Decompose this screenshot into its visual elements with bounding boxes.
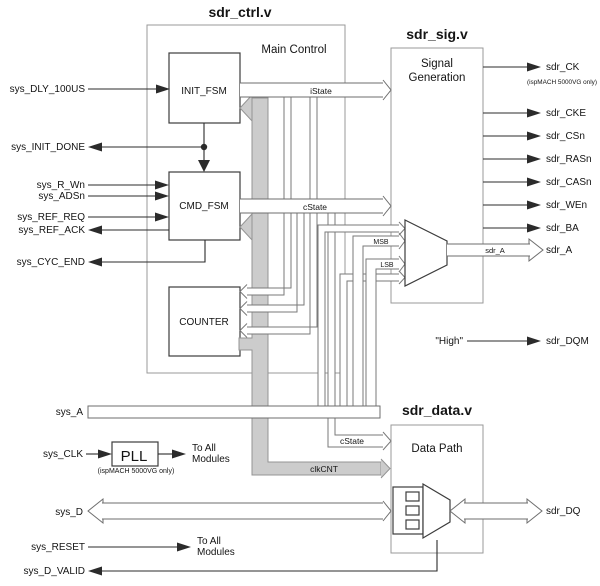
init-fsm-block <box>168 52 241 124</box>
data-path-registers-and-mux <box>392 482 451 540</box>
label-sdr-ck: sdr_CK <box>546 62 580 73</box>
clkcnt-arrow-into-init-fsm <box>239 93 253 123</box>
istate-bus <box>240 79 392 101</box>
mux-input-msb <box>352 232 406 406</box>
label-data-path: Data Path <box>411 443 462 455</box>
clkcnt-trunk <box>238 97 382 476</box>
label-sys-a: sys_A <box>56 407 84 418</box>
sdr-sig-module-box <box>390 47 484 304</box>
cstate-feedback-to-counter <box>239 213 305 316</box>
label-sys-ref-ack: sys_REF_ACK <box>18 225 85 236</box>
sys-cyc-end-arrowhead <box>88 257 102 267</box>
left-signal-lines <box>86 84 438 576</box>
label-sys-cyc-end: sys_CYC_END <box>17 257 85 268</box>
junction-dot <box>200 143 208 151</box>
label-pll: PLL <box>121 448 148 465</box>
sys-cyc-end-line <box>101 240 206 263</box>
sys-a-bus <box>87 405 381 419</box>
sys-d-valid-arrowhead <box>88 566 102 576</box>
istate-arrowhead <box>382 79 392 101</box>
address-mux <box>404 219 448 287</box>
label-sdr-a-out: sdr_A <box>546 245 572 256</box>
label-signal-generation-1: Signal <box>421 58 453 70</box>
sdr-a-bus-arrowhead <box>528 237 544 263</box>
label-high: "High" <box>435 336 463 347</box>
label-sdr-ck-note: (ispMACH 5000VG only) <box>527 79 597 86</box>
istate-feedback-to-counter <box>239 97 292 299</box>
init-to-cmd-arrowhead <box>198 160 210 172</box>
title-sdr-data: sdr_data.v <box>402 402 472 418</box>
title-sdr-sig: sdr_sig.v <box>406 26 468 42</box>
data-path-mux <box>422 482 451 540</box>
label-to-all-2: To All <box>197 536 221 547</box>
label-sdr-a-inner: sdr_A <box>485 246 505 255</box>
sdr-dq-bus <box>449 497 543 525</box>
label-sdr-dq: sdr_DQ <box>546 506 581 517</box>
clkcnt-gray-bus <box>238 93 391 479</box>
label-sys-ref-req: sys_REF_REQ <box>17 212 85 223</box>
label-sdr-csn: sdr_CSn <box>546 131 585 142</box>
counter-input-arrow-2 <box>239 301 248 316</box>
label-cstate-datapath: cState <box>340 436 364 446</box>
label-cstate: cState <box>303 202 327 212</box>
cstate-bus-to-data-path <box>327 213 392 451</box>
label-lsb: LSB <box>380 262 394 269</box>
label-sys-init-done: sys_INIT_DONE <box>11 142 85 153</box>
label-sdr-wen: sdr_WEn <box>546 200 587 211</box>
label-sys-dly-100us: sys_DLY_100US <box>10 84 86 95</box>
sys-d-left-arrowhead <box>87 497 104 525</box>
sdr-dq-right-arrowhead <box>526 497 543 525</box>
label-sys-clk: sys_CLK <box>43 449 83 460</box>
label-sdr-dqm: sdr_DQM <box>546 336 589 347</box>
counter-input-arrow-1 <box>239 284 248 299</box>
register-cell-3 <box>405 519 420 530</box>
label-sdr-casn: sdr_CASn <box>546 177 592 188</box>
istate-feedback-to-counter-2 <box>239 97 318 338</box>
label-clkcnt: clkCNT <box>310 464 338 474</box>
label-to-all-1: To All <box>192 443 216 454</box>
label-sdr-rasn: sdr_RASn <box>546 154 592 165</box>
label-sys-r-wn: sys_R_Wn <box>37 180 85 191</box>
sdr-a-bus <box>447 237 544 263</box>
clkcnt-arrowhead-into-data-path <box>381 459 390 478</box>
label-sys-reset: sys_RESET <box>31 542 85 553</box>
label-main-control: Main Control <box>261 44 326 56</box>
label-sdr-ba: sdr_BA <box>546 223 579 234</box>
cstate-arrowhead <box>382 195 392 217</box>
right-signal-lines <box>467 62 541 346</box>
sys-d-right-arrowhead <box>382 500 392 522</box>
label-sys-d-valid: sys_D_VALID <box>23 566 85 577</box>
clkcnt-arrow-into-cmd-fsm <box>239 212 253 242</box>
title-sdr-ctrl: sdr_ctrl.v <box>208 4 271 20</box>
label-init-fsm: INIT_FSM <box>181 86 227 97</box>
counter-input-arrow-3 <box>239 323 248 338</box>
mux-input-lsb <box>365 255 406 406</box>
sys-init-done-arrowhead <box>88 142 102 152</box>
sdr-dq-left-arrowhead <box>449 497 466 525</box>
label-modules-2: Modules <box>197 547 235 558</box>
label-cmd-fsm: CMD_FSM <box>179 201 228 212</box>
sys-ref-ack-arrowhead <box>88 225 102 235</box>
label-counter: COUNTER <box>179 317 228 328</box>
label-msb: MSB <box>373 239 389 246</box>
register-cell-2 <box>405 505 420 516</box>
register-cell-1 <box>405 491 420 502</box>
label-pll-note: (ispMACH 5000VG only) <box>98 468 175 475</box>
counter-block <box>168 286 241 357</box>
label-signal-generation-2: Generation <box>409 72 466 84</box>
label-sys-adsn: sys_ADSn <box>38 191 85 202</box>
sys-dly-arrowhead <box>156 84 170 94</box>
label-sdr-cke: sdr_CKE <box>546 108 586 119</box>
label-modules-1: Modules <box>192 454 230 465</box>
label-sys-d: sys_D <box>55 507 83 518</box>
sys-d-valid-line <box>101 540 438 572</box>
cstate-bus <box>240 195 392 217</box>
label-istate: iState <box>310 86 332 96</box>
mux-input-line-4 <box>339 270 406 406</box>
sys-d-bus <box>87 497 392 525</box>
data-path-cstate-arrow <box>382 431 392 451</box>
